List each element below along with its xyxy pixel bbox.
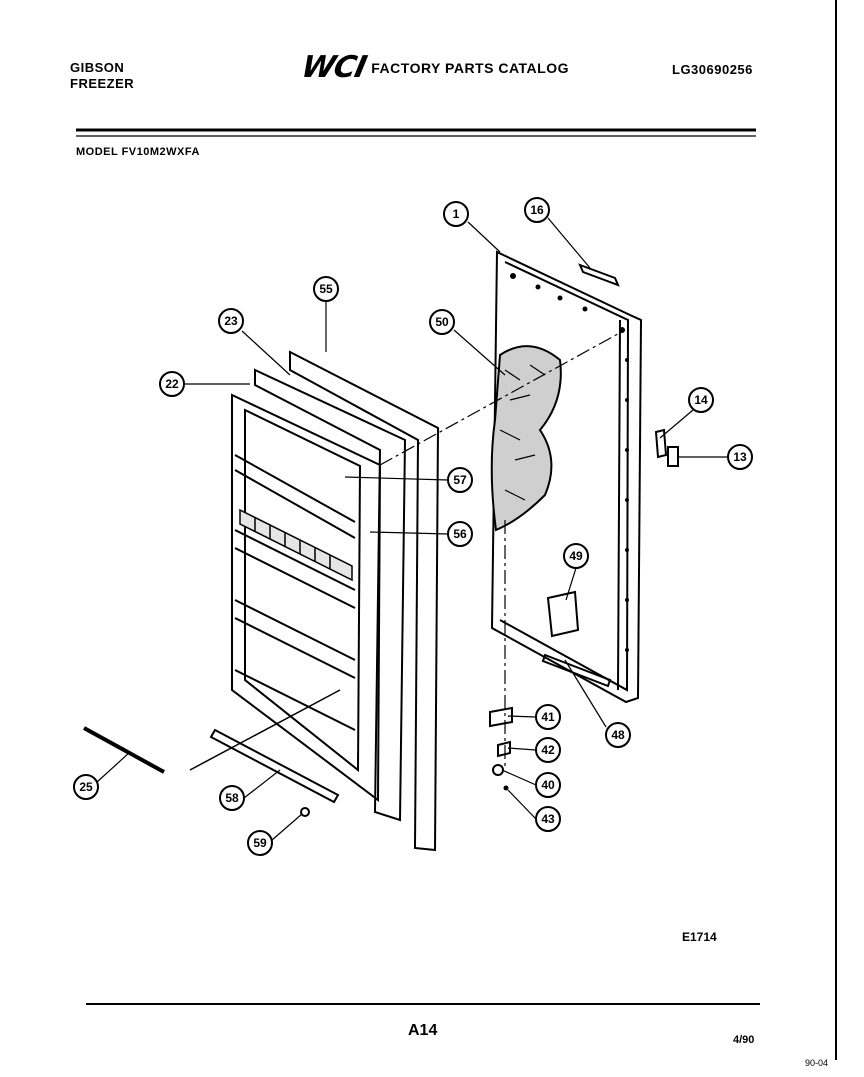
- handle-cap: [667, 446, 679, 467]
- door-liner: [231, 393, 382, 802]
- screw: [300, 807, 310, 817]
- svg-text:42: 42: [541, 743, 555, 757]
- catalog-header: WCI FACTORY PARTS CATALOG: [298, 50, 569, 85]
- callout-57: 57: [447, 467, 473, 493]
- drawing-number: E1714: [682, 930, 717, 944]
- svg-text:13: 13: [733, 450, 747, 464]
- hinge-pin: [497, 740, 511, 758]
- svg-text:25: 25: [79, 780, 93, 794]
- callout-1: 1: [443, 201, 469, 227]
- svg-text:56: 56: [453, 527, 467, 541]
- svg-text:22: 22: [165, 377, 179, 391]
- document-number: LG30690256: [672, 62, 753, 77]
- assembly-lines: [379, 329, 626, 770]
- svg-text:55: 55: [319, 282, 333, 296]
- callout-13: 13: [727, 444, 753, 470]
- center-bracket: [546, 590, 580, 638]
- callout-40: 40: [535, 772, 561, 798]
- shelf-grille: [239, 508, 353, 582]
- svg-text:58: 58: [225, 791, 239, 805]
- callout-59: 59: [247, 830, 273, 856]
- svg-text:16: 16: [530, 203, 544, 217]
- svg-text:40: 40: [541, 778, 555, 792]
- callout-55: 55: [313, 276, 339, 302]
- side-clip: [654, 428, 668, 459]
- hinge-washer: [492, 764, 504, 776]
- shelf-rod: [83, 726, 165, 774]
- svg-text:48: 48: [611, 728, 625, 742]
- top-bracket: [578, 263, 620, 287]
- svg-text:57: 57: [453, 473, 467, 487]
- brand-name: GIBSON: [70, 60, 125, 75]
- callout-43: 43: [535, 806, 561, 832]
- bottom-bar: [209, 728, 340, 804]
- callout-56: 56: [447, 521, 473, 547]
- product-type: FREEZER: [70, 76, 135, 91]
- model-label: MODEL FV10M2WXFA: [76, 146, 200, 158]
- svg-text:50: 50: [435, 315, 449, 329]
- rod-guide-line: [189, 689, 341, 771]
- corner-stamp: 90-04: [805, 1058, 829, 1068]
- callout-25: 25: [73, 774, 99, 800]
- bottom-strip: [541, 653, 612, 688]
- door-edge-holes: [510, 273, 629, 652]
- door-gasket: [254, 350, 440, 852]
- svg-text:43: 43: [541, 812, 555, 826]
- svg-text:59: 59: [253, 836, 267, 850]
- insulation-foam: [490, 345, 562, 532]
- svg-text:14: 14: [694, 393, 708, 407]
- callout-42: 42: [535, 737, 561, 763]
- callout-58: 58: [219, 785, 245, 811]
- callout-leaders: [95, 217, 728, 841]
- svg-text:1: 1: [453, 207, 460, 221]
- callout-49: 49: [563, 543, 589, 569]
- callout-22: 22: [159, 371, 185, 397]
- callout-markers: 1 16 55 23 50 22 14 13 57 56 49 41 42 48…: [73, 197, 753, 856]
- catalog-date: 4/90: [733, 1034, 755, 1046]
- callout-14: 14: [688, 387, 714, 413]
- hinge-screw: [503, 785, 509, 791]
- svg-text:49: 49: [569, 549, 583, 563]
- callout-16: 16: [524, 197, 550, 223]
- page-number: A14: [408, 1022, 438, 1039]
- hinge-bracket: [489, 706, 513, 728]
- brand-block: GIBSON FREEZER: [70, 60, 134, 92]
- callout-48: 48: [605, 722, 631, 748]
- catalog-title: FACTORY PARTS CATALOG: [371, 59, 569, 76]
- callout-41: 41: [535, 704, 561, 730]
- outer-door-panel: [490, 250, 643, 704]
- svg-text:41: 41: [541, 710, 555, 724]
- svg-text:23: 23: [224, 314, 238, 328]
- callout-23: 23: [218, 308, 244, 334]
- callout-50: 50: [429, 309, 455, 335]
